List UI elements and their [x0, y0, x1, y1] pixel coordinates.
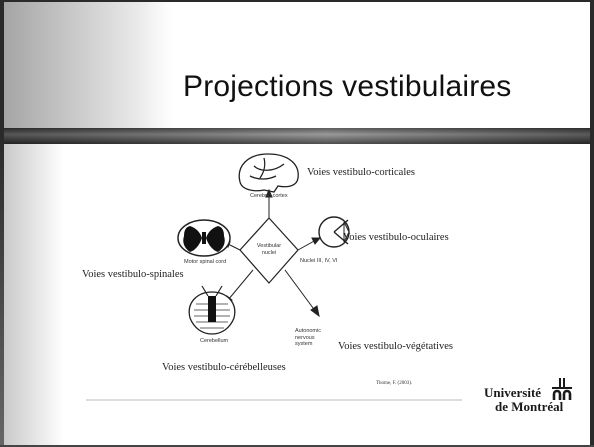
logo-text-line2: de Montréal — [495, 399, 564, 414]
eye-pupil-wedge — [343, 221, 350, 243]
arrow-down-left — [227, 269, 254, 301]
label-nuclei: Nuclei III, IV, VI — [300, 258, 338, 264]
arrows — [222, 188, 322, 318]
logo-text-line1: Université — [484, 385, 542, 400]
figure-citation: Thome, F. (2003). — [376, 381, 413, 386]
spinal-gray-left — [183, 226, 202, 252]
brain-sulcus-2 — [249, 175, 277, 180]
cerebral-cortex-drawing — [238, 153, 299, 193]
cerebellum-vermis — [208, 296, 216, 322]
label-cerebellar: Voies vestibulo-cérébelleuses — [162, 362, 286, 373]
title-bar — [4, 128, 590, 144]
label-vegetative: Voies vestibulo-végétatives — [338, 341, 453, 352]
figure-drawing — [86, 153, 462, 401]
cerebellum-peduncles — [201, 285, 223, 297]
cerebellum-drawing — [188, 285, 236, 335]
vestibular-nuclei-diamond — [239, 217, 299, 284]
title-bar-shine — [4, 128, 590, 144]
slide-border-bottom — [0, 445, 594, 447]
arrow-down-right — [284, 269, 317, 313]
label-motor-spinal-cord: Motor spinal cord — [184, 259, 227, 265]
arrow-left — [227, 243, 241, 251]
slide-title: Projections vestibulaires — [183, 70, 512, 103]
motor-spinal-cord-drawing — [177, 219, 231, 257]
label-ocular: Voies vestibulo-oculaires — [343, 232, 449, 243]
slide-border-top — [0, 0, 594, 2]
label-cortical: Voies vestibulo-corticales — [307, 167, 415, 178]
label-autonomic: Autonomic nervous system — [295, 328, 321, 347]
brain-outline — [238, 153, 299, 193]
arrowhead-right — [311, 237, 322, 245]
arrowhead-down-right — [310, 305, 320, 318]
arrowhead-up — [265, 188, 273, 198]
slide-border-left — [0, 0, 4, 447]
vestibular-projections-figure: Voies vestibulo-corticales Voies vestibu… — [78, 152, 464, 402]
label-spinal: Voies vestibulo-spinales — [82, 269, 184, 280]
eye-lid-lines — [333, 219, 349, 245]
label-cerebellum: Cerebellum — [200, 338, 229, 344]
arrow-right — [297, 239, 317, 251]
spinal-commissure — [202, 232, 206, 244]
body-left-shade — [4, 144, 64, 445]
spinal-gray-right — [206, 226, 225, 252]
logo-pillars-icon — [552, 378, 572, 400]
label-vestibular-nuclei: Vestibular nuclei — [256, 243, 282, 256]
label-cerebral-cortex: Cerebral cortex — [250, 193, 288, 199]
slide-border-right — [590, 0, 594, 447]
brain-sulcus-1 — [253, 163, 285, 171]
universite-de-montreal-logo: Université de Montréal — [484, 378, 584, 422]
brain-sulcus-3 — [259, 157, 266, 179]
header-background — [4, 2, 590, 130]
